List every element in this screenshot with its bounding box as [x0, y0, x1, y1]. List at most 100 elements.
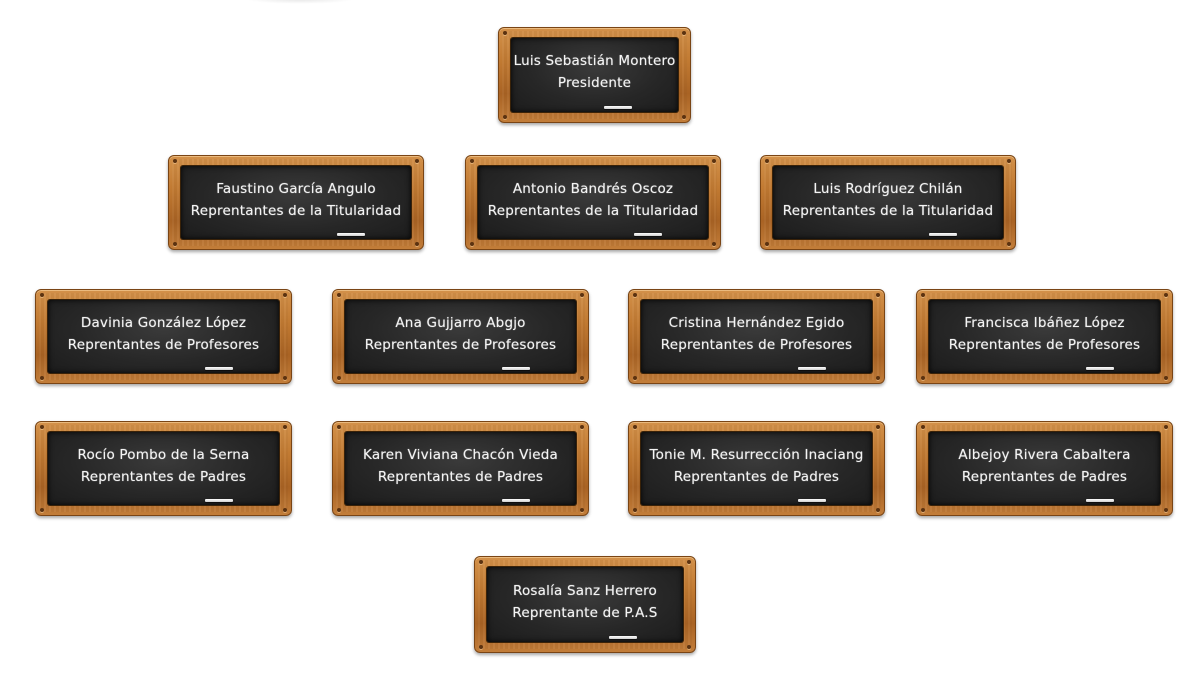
chalk-icon [502, 367, 530, 370]
member-role: Reprentantes de Padres [80, 468, 247, 485]
chalk-icon [205, 367, 233, 370]
rivet-icon [470, 159, 474, 163]
member-card: Ana Gujjarro Abgjo Reprentantes de Profe… [332, 289, 589, 384]
member-name: Tonie M. Resurrección Inaciang [649, 446, 864, 463]
chalkboard: Luis Rodríguez Chilán Reprentantes de la… [773, 166, 1003, 239]
rivet-icon [580, 293, 584, 297]
member-role: Reprentantes de Profesores [67, 336, 260, 353]
member-role: Reprentantes de Padres [673, 468, 840, 485]
rivet-icon [921, 425, 925, 429]
rivet-icon [40, 293, 44, 297]
rivet-icon [40, 376, 44, 380]
chalkboard: Albejoy Rivera Cabaltera Reprentantes de… [929, 432, 1160, 505]
member-name: Francisca Ibáñez López [964, 314, 1125, 331]
rivet-icon [1164, 376, 1168, 380]
rivet-icon [682, 115, 686, 119]
chalkboard: Ana Gujjarro Abgjo Reprentantes de Profe… [345, 300, 576, 373]
rivet-icon [633, 425, 637, 429]
member-name: Albejoy Rivera Cabaltera [958, 446, 1131, 463]
rivet-icon [40, 425, 44, 429]
member-role: Reprentantes de Padres [377, 468, 544, 485]
rivet-icon [1164, 293, 1168, 297]
member-card: Rosalía Sanz Herrero Reprentante de P.A.… [474, 556, 696, 653]
chalk-icon [1086, 367, 1114, 370]
rivet-icon [876, 376, 880, 380]
chalk-icon [609, 636, 637, 639]
member-card: Tonie M. Resurrección Inaciang Reprentan… [628, 421, 885, 516]
chalkboard: Luis Sebastián Montero Presidente [511, 38, 678, 112]
rivet-icon [283, 508, 287, 512]
member-name: Rocío Pombo de la Serna [77, 446, 250, 463]
member-name: Luis Sebastián Montero [513, 53, 676, 69]
member-card: Cristina Hernández Egido Reprentantes de… [628, 289, 885, 384]
chalkboard: Karen Viviana Chacón Vieda Reprentantes … [345, 432, 576, 505]
chalkboard: Rocío Pombo de la Serna Reprentantes de … [48, 432, 279, 505]
chalkboard: Tonie M. Resurrección Inaciang Reprentan… [641, 432, 872, 505]
rivet-icon [876, 508, 880, 512]
member-name: Cristina Hernández Egido [668, 314, 845, 331]
chalkboard: Cristina Hernández Egido Reprentantes de… [641, 300, 872, 373]
chalk-icon [929, 233, 957, 236]
rivet-icon [1007, 159, 1011, 163]
rivet-icon [337, 508, 341, 512]
chalkboard: Rosalía Sanz Herrero Reprentante de P.A.… [487, 567, 683, 642]
rivet-icon [633, 293, 637, 297]
chalkboard: Faustino García Angulo Reprentantes de l… [181, 166, 411, 239]
member-role: Reprentantes de Profesores [660, 336, 853, 353]
chalkboard: Davinia González López Reprentantes de P… [48, 300, 279, 373]
rivet-icon [40, 508, 44, 512]
rivet-icon [415, 242, 419, 246]
member-card: Albejoy Rivera Cabaltera Reprentantes de… [916, 421, 1173, 516]
chalkboard: Antonio Bandrés Oscoz Reprentantes de la… [478, 166, 708, 239]
rivet-icon [633, 508, 637, 512]
rivet-icon [283, 376, 287, 380]
member-name: Luis Rodríguez Chilán [813, 180, 963, 197]
rivet-icon [580, 425, 584, 429]
rivet-icon [580, 508, 584, 512]
rivet-icon [876, 293, 880, 297]
member-card: Francisca Ibáñez López Reprentantes de P… [916, 289, 1173, 384]
member-card: Karen Viviana Chacón Vieda Reprentantes … [332, 421, 589, 516]
rivet-icon [503, 31, 507, 35]
rivet-icon [765, 242, 769, 246]
rivet-icon [765, 159, 769, 163]
rivet-icon [687, 645, 691, 649]
chalk-icon [604, 106, 632, 109]
rivet-icon [1164, 425, 1168, 429]
member-card-president: Luis Sebastián Montero Presidente [498, 27, 691, 123]
member-card: Antonio Bandrés Oscoz Reprentantes de la… [465, 155, 721, 250]
member-role: Reprentantes de Profesores [364, 336, 557, 353]
chalkboard: Francisca Ibáñez López Reprentantes de P… [929, 300, 1160, 373]
chalk-icon [337, 233, 365, 236]
rivet-icon [415, 159, 419, 163]
chalk-icon [798, 367, 826, 370]
rivet-icon [1164, 508, 1168, 512]
rivet-icon [687, 560, 691, 564]
member-card: Luis Rodríguez Chilán Reprentantes de la… [760, 155, 1016, 250]
chalk-icon [1086, 499, 1114, 502]
member-name: Rosalía Sanz Herrero [512, 582, 658, 599]
member-name: Karen Viviana Chacón Vieda [363, 446, 558, 463]
member-card: Davinia González López Reprentantes de P… [35, 289, 292, 384]
rivet-icon [712, 242, 716, 246]
chalk-icon [634, 233, 662, 236]
member-name: Faustino García Angulo [216, 180, 376, 197]
member-name: Ana Gujjarro Abgjo [395, 314, 526, 331]
rivet-icon [921, 376, 925, 380]
rivet-icon [580, 376, 584, 380]
decorative-shadow [245, 0, 355, 4]
rivet-icon [1007, 242, 1011, 246]
member-role: Reprentantes de la Titularidad [782, 202, 994, 219]
rivet-icon [479, 645, 483, 649]
member-name: Antonio Bandrés Oscoz [512, 180, 674, 197]
rivet-icon [479, 560, 483, 564]
chalk-icon [798, 499, 826, 502]
member-role: Reprentantes de Padres [961, 468, 1128, 485]
member-role: Reprentantes de Profesores [948, 336, 1141, 353]
chalk-icon [205, 499, 233, 502]
member-name: Davinia González López [80, 314, 247, 331]
rivet-icon [337, 293, 341, 297]
member-card: Faustino García Angulo Reprentantes de l… [168, 155, 424, 250]
rivet-icon [503, 115, 507, 119]
rivet-icon [283, 293, 287, 297]
